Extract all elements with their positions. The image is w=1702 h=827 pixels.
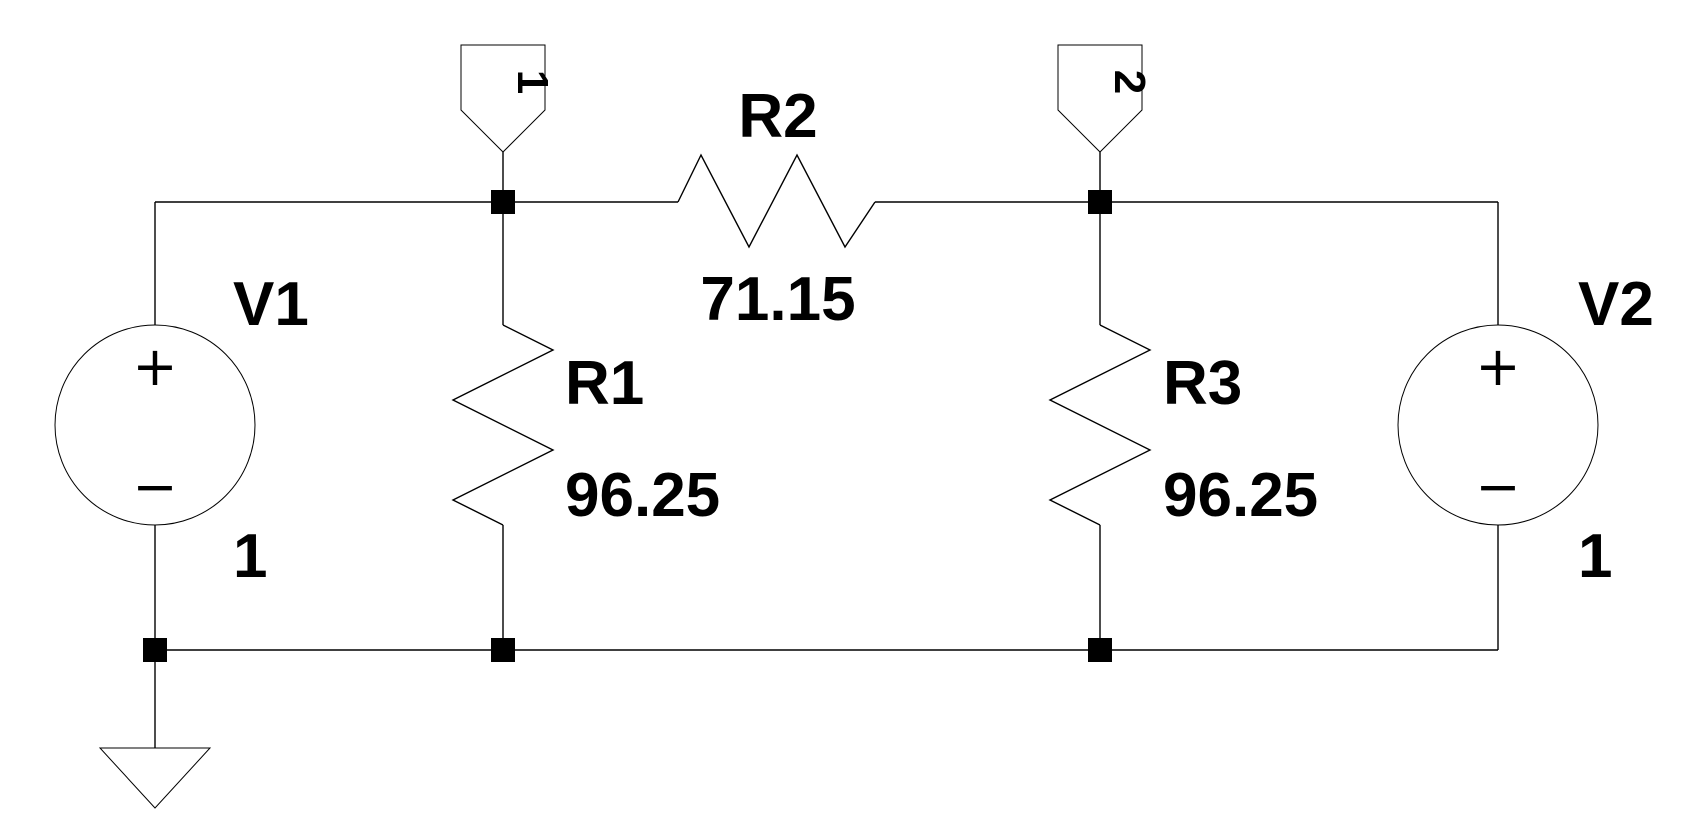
resistor-r1-zigzag-icon [451, 324, 555, 526]
net-flag-1[interactable]: 1 [460, 44, 557, 153]
r2-value: 71.15 [700, 265, 855, 334]
v2-name: V2 [1578, 270, 1654, 339]
voltage-source-v2[interactable]: + − V2 1 [1397, 270, 1654, 591]
junction-gnd-r3 [1088, 638, 1112, 662]
resistor-r3[interactable]: R3 96.25 [1048, 324, 1318, 530]
v1-name: V1 [233, 270, 309, 339]
v1-minus-sign: − [132, 455, 177, 518]
v2-plus-sign: + [1475, 335, 1520, 398]
resistor-r2-zigzag-icon [677, 153, 876, 249]
net-flag-2[interactable]: 2 [1057, 44, 1154, 153]
net-flag-2-shape-icon [1057, 44, 1143, 153]
v2-circle-icon [1397, 324, 1599, 526]
net-flag-1-shape-icon [460, 44, 546, 153]
junction-gnd-v1 [143, 638, 167, 662]
r3-name: R3 [1163, 349, 1242, 418]
net-label-2: 2 [1105, 70, 1154, 94]
v1-circle-icon [54, 324, 256, 526]
ground-icon[interactable] [98, 747, 212, 809]
r3-value: 96.25 [1163, 461, 1318, 530]
v1-value: 1 [233, 522, 267, 591]
v1-plus-sign: + [132, 335, 177, 398]
v2-value: 1 [1578, 522, 1612, 591]
r1-value: 96.25 [565, 461, 720, 530]
resistor-r1[interactable]: R1 96.25 [451, 324, 720, 530]
resistor-r2[interactable]: R2 71.15 [677, 82, 876, 334]
junction-n1 [491, 190, 515, 214]
voltage-source-v1[interactable]: + − V1 1 [54, 270, 309, 591]
resistor-r3-zigzag-icon [1048, 324, 1152, 526]
junctions [143, 190, 1112, 662]
r1-name: R1 [565, 349, 644, 418]
r2-name: R2 [738, 82, 817, 151]
junction-gnd-r1 [491, 638, 515, 662]
net-label-1: 1 [508, 70, 557, 94]
junction-n2 [1088, 190, 1112, 214]
wires [154, 152, 1499, 748]
v2-minus-sign: − [1475, 455, 1520, 518]
